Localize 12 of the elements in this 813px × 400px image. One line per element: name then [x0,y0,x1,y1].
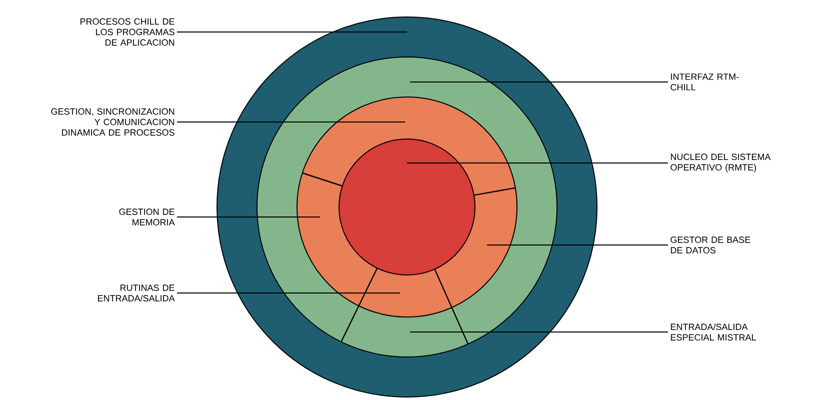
callout-label: ENTRADA/SALIDA ESPECIAL MISTRAL [670,323,756,341]
callout-label: RUTINAS DE ENTRADA/SALIDA [98,284,175,302]
callout-label: PROCESOS CHILL DE LOS PROGRAMAS DE APLICACION [80,18,174,46]
callout-label: GESTION DE MEMORIA [119,208,175,226]
callout-label: GESTION, SINCRONIZACION Y COMUNICACION DINAMICA DE PROCESOS [51,108,174,136]
callout-label: GESTOR DE BASE DE DATOS [670,236,750,254]
callout-label: INTERFAZ RTM-CHILL [670,74,739,90]
leader-line [176,216,320,218]
callout-label: NUCLEO DEL SISTEMA OPERATIVO (RMTE) [670,154,771,172]
leader-line [486,244,668,246]
leader-line [406,162,668,164]
leader-line [176,292,400,294]
